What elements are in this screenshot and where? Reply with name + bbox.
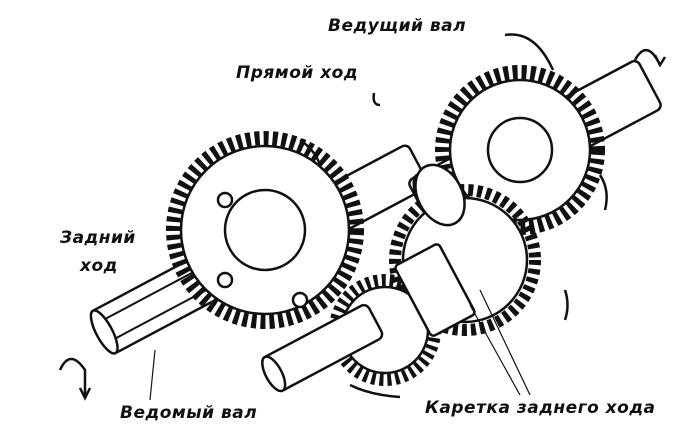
large-gear-right (435, 65, 605, 235)
reverse-carriage (394, 243, 476, 337)
label-reverse-line1: Задний (60, 228, 136, 248)
label-reverse-line2: ход (80, 256, 118, 276)
label-driven-shaft: Ведомый вал (120, 403, 258, 423)
rotation-arrows (58, 33, 667, 401)
label-reverse-carriage: Каретка заднего хода (425, 398, 656, 418)
reverse-shaft (261, 303, 384, 393)
drive-shaft-end (414, 163, 466, 227)
large-gear-left (166, 131, 364, 329)
label-drive-shaft: Ведущий вал (328, 16, 467, 36)
label-direct-drive: Прямой ход (236, 63, 359, 83)
leader-lines (149, 289, 531, 401)
